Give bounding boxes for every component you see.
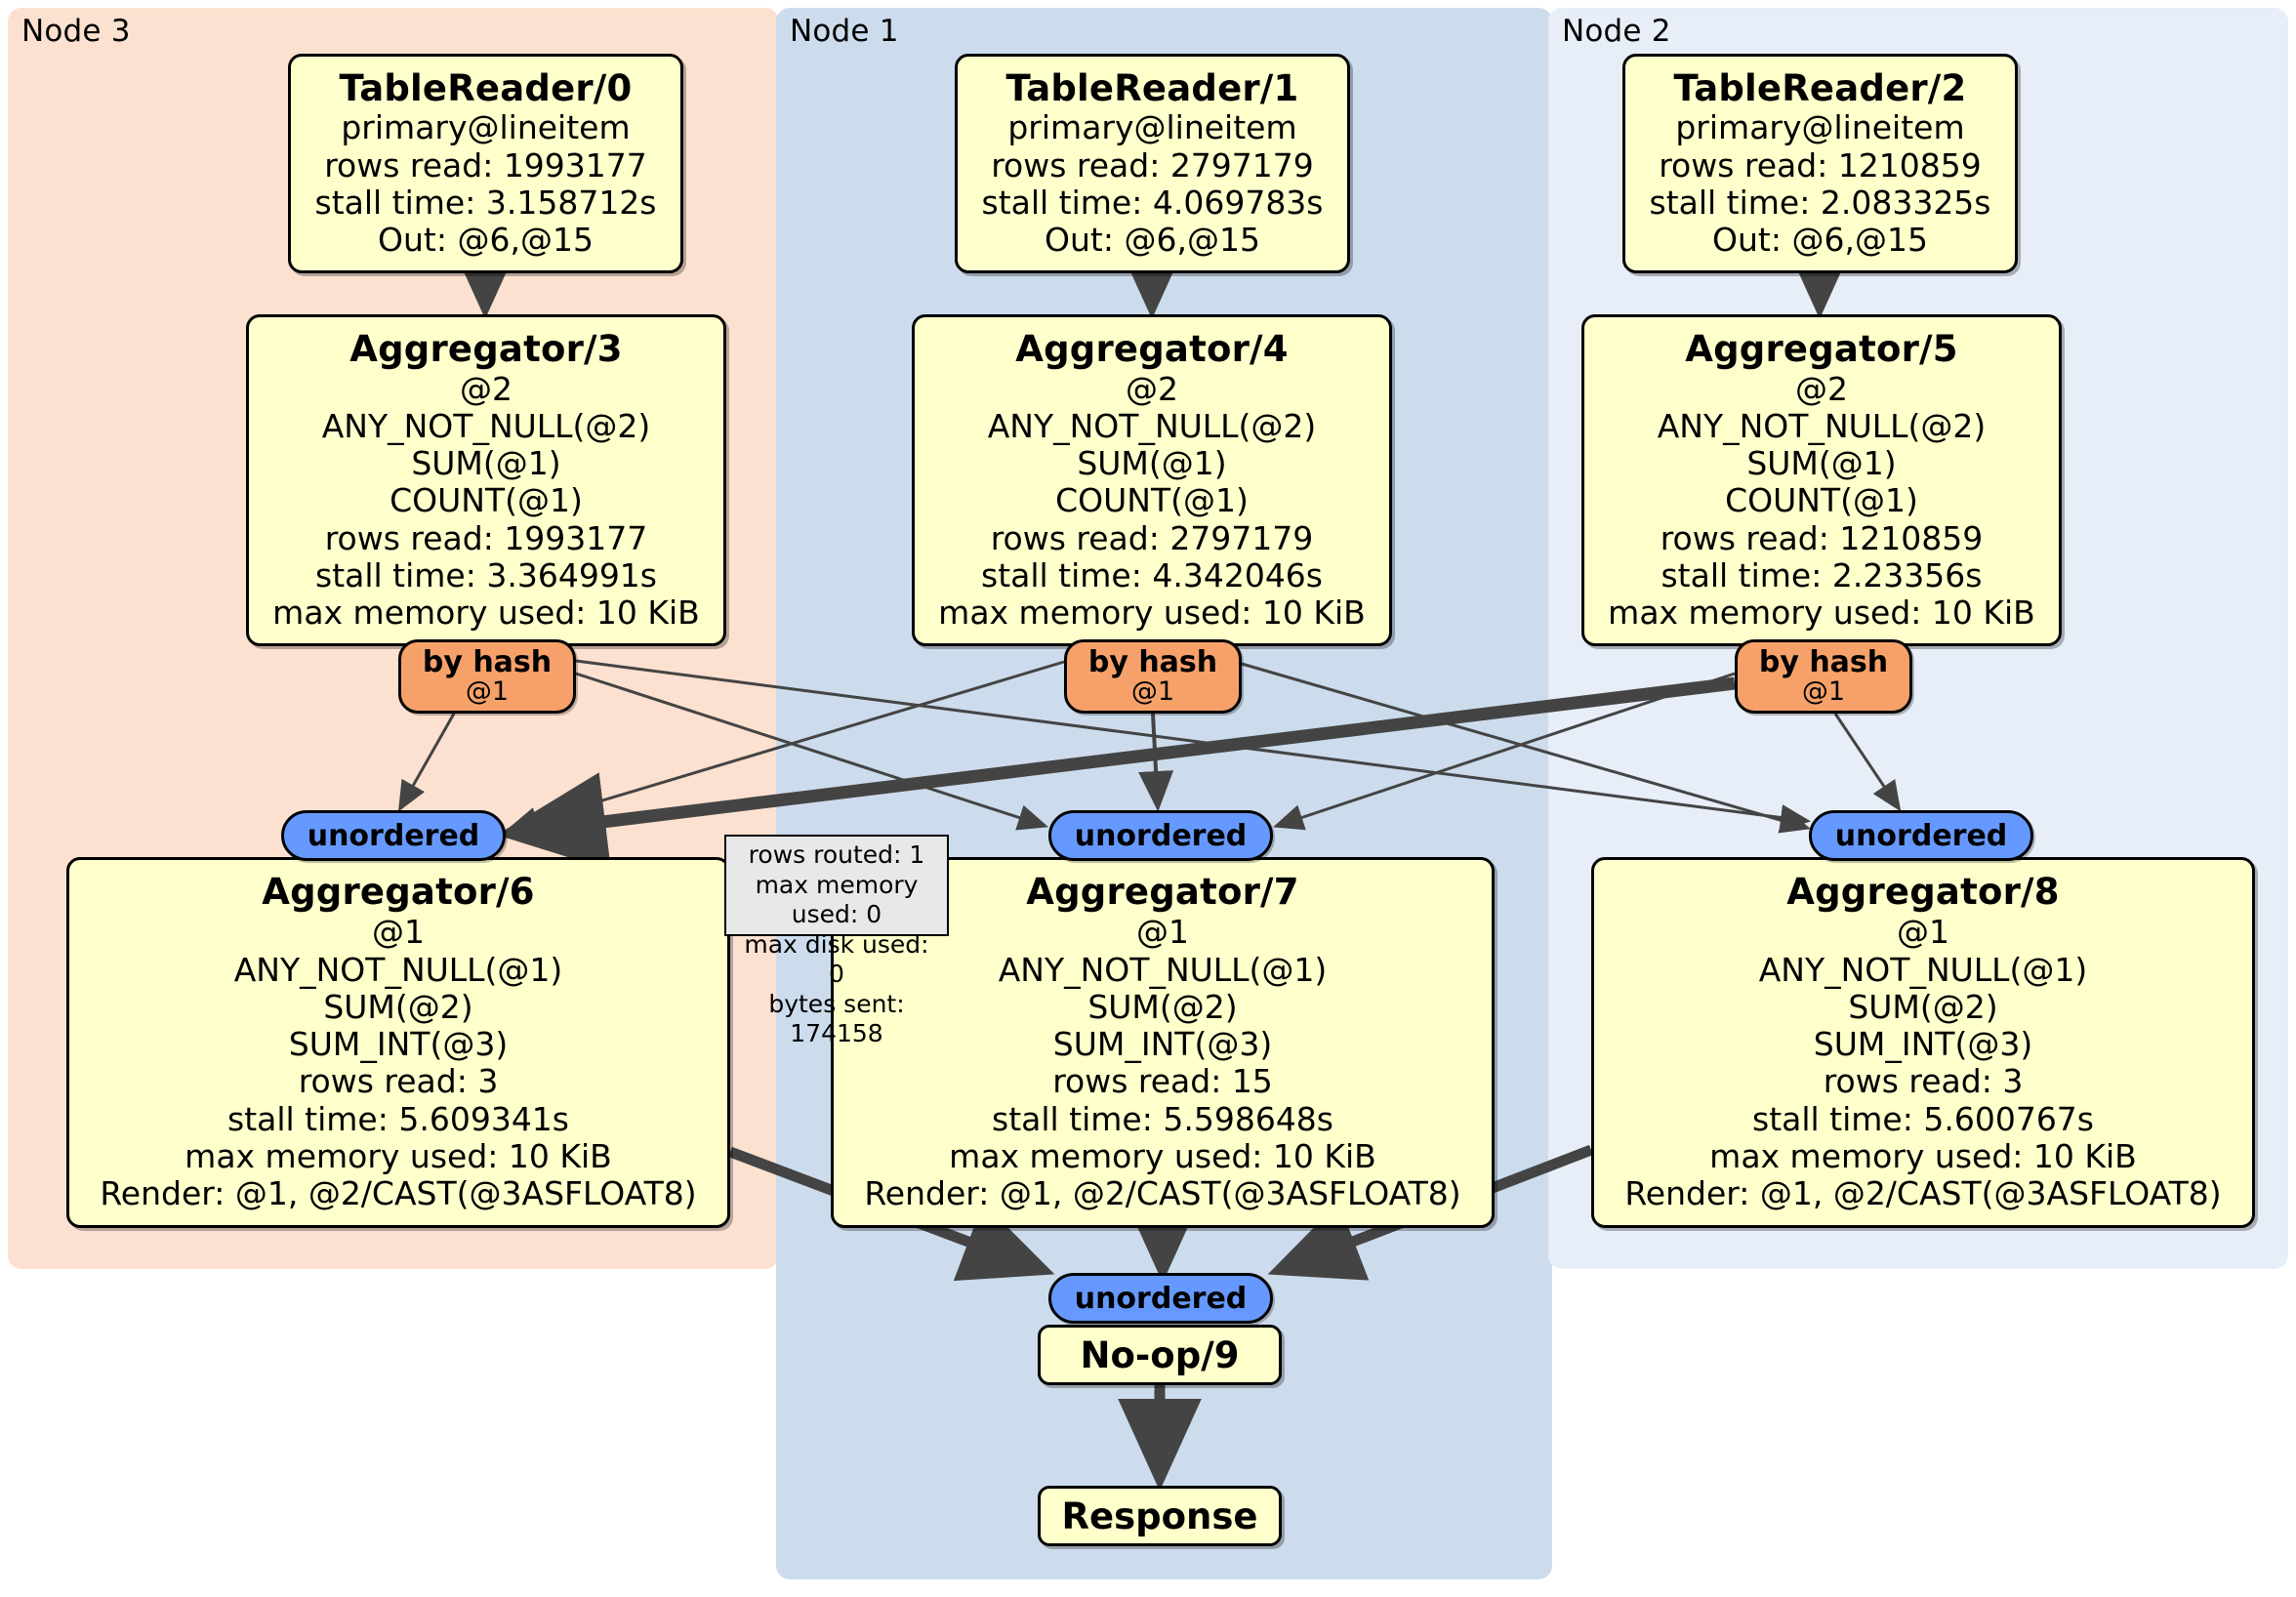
node-aggregator-3[interactable]: Aggregator/3 @2 ANY_NOT_NULL(@2) SUM(@1)… xyxy=(246,314,726,646)
node-aggregator-4[interactable]: Aggregator/4 @2 ANY_NOT_NULL(@2) SUM(@1)… xyxy=(912,314,1392,646)
node-title: TableReader/2 xyxy=(1673,66,1967,109)
node-tablereader-0[interactable]: TableReader/0 primary@lineitem rows read… xyxy=(288,54,683,273)
cluster-label-node-1: Node 1 xyxy=(790,14,899,49)
node-line: Out: @6,@15 xyxy=(1712,221,1928,260)
node-title: Aggregator/6 xyxy=(262,871,535,914)
node-line: ANY_NOT_NULL(@2) xyxy=(1657,406,1987,445)
node-line: max memory used: 10 KiB xyxy=(1709,1136,2137,1175)
node-line: rows read: 15 xyxy=(1052,1062,1273,1101)
router-column: @1 xyxy=(1801,676,1846,707)
node-line: max memory used: 10 KiB xyxy=(938,594,1366,633)
node-tablereader-2[interactable]: TableReader/2 primary@lineitem rows read… xyxy=(1622,54,2018,273)
node-line: ANY_NOT_NULL(@1) xyxy=(998,950,1328,989)
node-line: primary@lineitem xyxy=(341,108,631,147)
node-line: rows read: 2797179 xyxy=(990,518,1314,557)
router-column: @1 xyxy=(465,676,510,707)
tooltip-line: rows routed: 1 xyxy=(748,840,925,869)
node-line: rows read: 1210859 xyxy=(1660,518,1984,557)
node-line: stall time: 2.23356s xyxy=(1660,555,1983,594)
router-title: by hash xyxy=(1758,644,1889,679)
node-line: @2 xyxy=(1795,369,1848,408)
synchronizer-unordered-right[interactable]: unordered xyxy=(1809,810,2033,861)
node-line: @2 xyxy=(1126,369,1178,408)
node-line: primary@lineitem xyxy=(1675,108,1965,147)
tooltip-line: max memory used: 0 xyxy=(755,870,919,929)
synchronizer-unordered-bottom[interactable]: unordered xyxy=(1048,1273,1273,1324)
node-line: COUNT(@1) xyxy=(1055,481,1249,520)
node-line: stall time: 4.342046s xyxy=(981,555,1323,594)
node-title: Aggregator/5 xyxy=(1685,327,1958,370)
node-line: ANY_NOT_NULL(@2) xyxy=(987,406,1317,445)
node-response[interactable]: Response xyxy=(1038,1486,1282,1546)
node-line: @1 xyxy=(1136,913,1189,952)
router-title: by hash xyxy=(1087,644,1218,679)
router-stats-tooltip: rows routed: 1 max memory used: 0 max di… xyxy=(724,835,949,1047)
node-line: SUM(@2) xyxy=(1848,987,1998,1026)
node-line: rows read: 2797179 xyxy=(991,145,1314,184)
node-line: max memory used: 10 KiB xyxy=(1608,594,2035,633)
node-line: stall time: 5.598648s xyxy=(992,1099,1333,1138)
node-line: SUM_INT(@3) xyxy=(288,1025,509,1064)
node-line: ANY_NOT_NULL(@1) xyxy=(233,950,563,989)
node-title: TableReader/1 xyxy=(1005,66,1299,109)
node-line: rows read: 3 xyxy=(1823,1062,2024,1101)
node-line: SUM(@2) xyxy=(323,987,473,1026)
node-line: stall time: 4.069783s xyxy=(981,183,1324,222)
node-line: COUNT(@1) xyxy=(390,481,583,520)
cluster-label-node-3: Node 3 xyxy=(21,14,131,49)
node-line: Out: @6,@15 xyxy=(378,221,594,260)
node-line: SUM(@1) xyxy=(411,444,561,483)
node-line: Out: @6,@15 xyxy=(1045,221,1260,260)
node-title: Aggregator/7 xyxy=(1026,871,1299,914)
synchronizer-unordered-mid[interactable]: unordered xyxy=(1048,810,1273,861)
node-aggregator-5[interactable]: Aggregator/5 @2 ANY_NOT_NULL(@2) SUM(@1)… xyxy=(1581,314,2062,646)
node-line: max memory used: 10 KiB xyxy=(949,1136,1376,1175)
node-line: stall time: 3.364991s xyxy=(315,555,657,594)
node-no-op-9[interactable]: No-op/9 xyxy=(1038,1325,1282,1385)
node-line: stall time: 5.609341s xyxy=(227,1099,569,1138)
tooltip-line: bytes sent: 174158 xyxy=(768,989,905,1048)
synchronizer-unordered-left[interactable]: unordered xyxy=(281,810,506,861)
node-line: SUM_INT(@3) xyxy=(1052,1025,1273,1064)
node-line: rows read: 1993177 xyxy=(324,518,648,557)
node-line: SUM(@1) xyxy=(1077,444,1227,483)
tooltip-line: max disk used: 0 xyxy=(744,929,929,989)
node-line: SUM_INT(@3) xyxy=(1813,1025,2033,1064)
node-line: @2 xyxy=(460,369,512,408)
node-line: Render: @1, @2/CAST(@3ASFLOAT8) xyxy=(864,1174,1461,1213)
node-title: Aggregator/3 xyxy=(349,327,623,370)
node-line: ANY_NOT_NULL(@1) xyxy=(1758,950,2088,989)
node-title: Aggregator/4 xyxy=(1015,327,1289,370)
node-line: Render: @1, @2/CAST(@3ASFLOAT8) xyxy=(100,1174,697,1213)
node-line: Render: @1, @2/CAST(@3ASFLOAT8) xyxy=(1624,1174,2222,1213)
node-line: ANY_NOT_NULL(@2) xyxy=(321,406,651,445)
node-line: @1 xyxy=(372,913,425,952)
node-title: TableReader/0 xyxy=(339,66,633,109)
router-by-hash-left[interactable]: by hash @1 xyxy=(398,639,576,714)
cluster-label-node-2: Node 2 xyxy=(1562,14,1671,49)
router-title: by hash xyxy=(422,644,553,679)
node-title: Aggregator/8 xyxy=(1786,871,2060,914)
node-line: max memory used: 10 KiB xyxy=(184,1136,612,1175)
node-line: @1 xyxy=(1897,913,1949,952)
node-line: rows read: 3 xyxy=(298,1062,499,1101)
node-line: stall time: 5.600767s xyxy=(1752,1099,2094,1138)
router-by-hash-mid[interactable]: by hash @1 xyxy=(1064,639,1242,714)
node-line: COUNT(@1) xyxy=(1725,481,1918,520)
node-line: SUM(@1) xyxy=(1746,444,1897,483)
node-line: rows read: 1210859 xyxy=(1659,145,1982,184)
node-line: primary@lineitem xyxy=(1007,108,1297,147)
router-column: @1 xyxy=(1130,676,1175,707)
node-line: max memory used: 10 KiB xyxy=(272,594,700,633)
router-by-hash-right[interactable]: by hash @1 xyxy=(1735,639,1912,714)
node-line: stall time: 3.158712s xyxy=(314,183,657,222)
node-tablereader-1[interactable]: TableReader/1 primary@lineitem rows read… xyxy=(955,54,1350,273)
node-line: SUM(@2) xyxy=(1087,987,1238,1026)
node-line: stall time: 2.083325s xyxy=(1649,183,1991,222)
node-aggregator-8[interactable]: Aggregator/8 @1 ANY_NOT_NULL(@1) SUM(@2)… xyxy=(1591,857,2255,1228)
node-aggregator-6[interactable]: Aggregator/6 @1 ANY_NOT_NULL(@1) SUM(@2)… xyxy=(66,857,730,1228)
node-line: rows read: 1993177 xyxy=(324,145,647,184)
